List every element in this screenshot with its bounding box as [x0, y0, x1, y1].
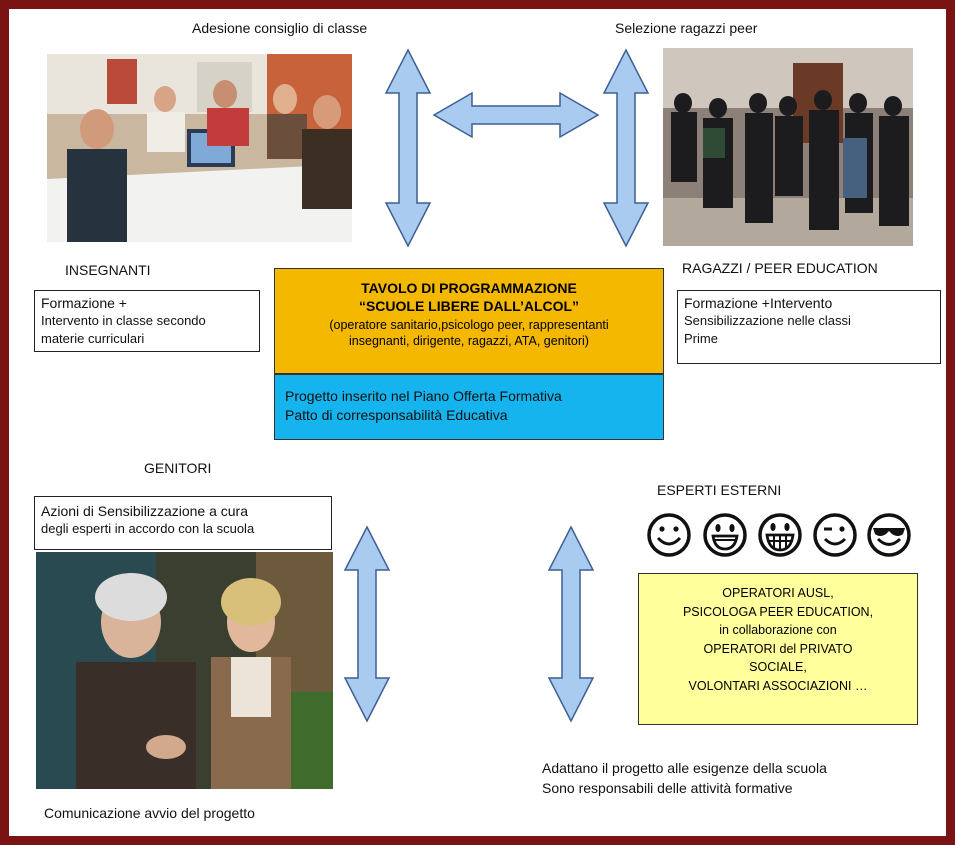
sunglasses-face-icon	[867, 513, 911, 557]
ragazzi-box-line: Prime	[684, 331, 718, 346]
progetto-line: Patto di corresponsabilità Educativa	[285, 407, 508, 423]
ragazzi-box-line: Sensibilizzazione nelle classi	[684, 313, 851, 328]
teachers-photo	[47, 54, 352, 242]
wink-face-icon	[813, 513, 857, 557]
teeth-grin-face-icon	[758, 513, 802, 557]
comunicazione-label: Comunicazione avvio del progetto	[44, 805, 255, 821]
insegnanti-box: Formazione + Intervento in classe second…	[34, 290, 260, 352]
ragazzi-box: Formazione +Intervento Sensibilizzazione…	[677, 290, 941, 364]
operatori-line: in collaborazione con	[719, 623, 837, 637]
tavolo-description: (operatore sanitario,psicologo peer, rap…	[329, 318, 609, 332]
insegnanti-box-line: Intervento in classe secondo	[41, 313, 206, 328]
peers-photo	[663, 48, 913, 246]
horizontal-double-arrow	[432, 91, 600, 139]
operatori-box: OPERATORI AUSL, PSICOLOGA PEER EDUCATION…	[638, 573, 918, 725]
esperti-note-line: Sono responsabili delle attività formati…	[542, 780, 793, 796]
tavolo-subtitle: “SCUOLE LIBERE DALL’ALCOL”	[358, 298, 580, 314]
grin-face-icon	[703, 513, 747, 557]
selezione-label: Selezione ragazzi peer	[615, 20, 758, 36]
parents-photo	[36, 552, 333, 789]
ragazzi-label: RAGAZZI / PEER EDUCATION	[682, 260, 878, 276]
operatori-line: OPERATORI AUSL,	[722, 586, 834, 600]
adesione-label: Adesione consiglio di classe	[192, 20, 368, 36]
progetto-line: Progetto inserito nel Piano Offerta Form…	[285, 388, 562, 404]
operatori-line: VOLONTARI ASSOCIAZIONI …	[688, 678, 868, 693]
selezione-vertical-arrow	[602, 48, 650, 248]
insegnanti-box-line: Formazione +	[41, 295, 127, 311]
adesione-vertical-arrow	[384, 48, 432, 248]
insegnanti-box-line: materie curriculari	[41, 331, 145, 346]
esperti-vertical-arrow	[547, 525, 595, 723]
esperti-label: ESPERTI ESTERNI	[657, 482, 782, 498]
genitori-vertical-arrow	[343, 525, 391, 723]
ragazzi-box-line: Formazione +Intervento	[684, 295, 833, 311]
tavolo-title: TAVOLO DI PROGRAMMAZIONE	[361, 280, 577, 296]
genitori-box: Azioni di Sensibilizzazione a cura degli…	[34, 496, 332, 550]
genitori-box-line: degli esperti in accordo con la scuola	[41, 521, 255, 536]
genitori-label: GENITORI	[144, 460, 212, 476]
operatori-line: OPERATORI del PRIVATO	[703, 641, 853, 656]
operatori-line: PSICOLOGA PEER EDUCATION,	[682, 604, 874, 619]
esperti-note-line: Adattano il progetto alle esigenze della…	[542, 760, 827, 776]
tavolo-description: insegnanti, dirigente, ragazzi, ATA, gen…	[349, 334, 589, 348]
insegnanti-label: INSEGNANTI	[65, 262, 151, 278]
operatori-line: SOCIALE,	[749, 660, 807, 674]
genitori-box-line: Azioni di Sensibilizzazione a cura	[41, 503, 248, 519]
progetto-box: Progetto inserito nel Piano Offerta Form…	[274, 374, 664, 440]
smile-face-icon	[647, 513, 691, 557]
tavolo-programmazione-box: TAVOLO DI PROGRAMMAZIONE “SCUOLE LIBERE …	[274, 268, 664, 374]
